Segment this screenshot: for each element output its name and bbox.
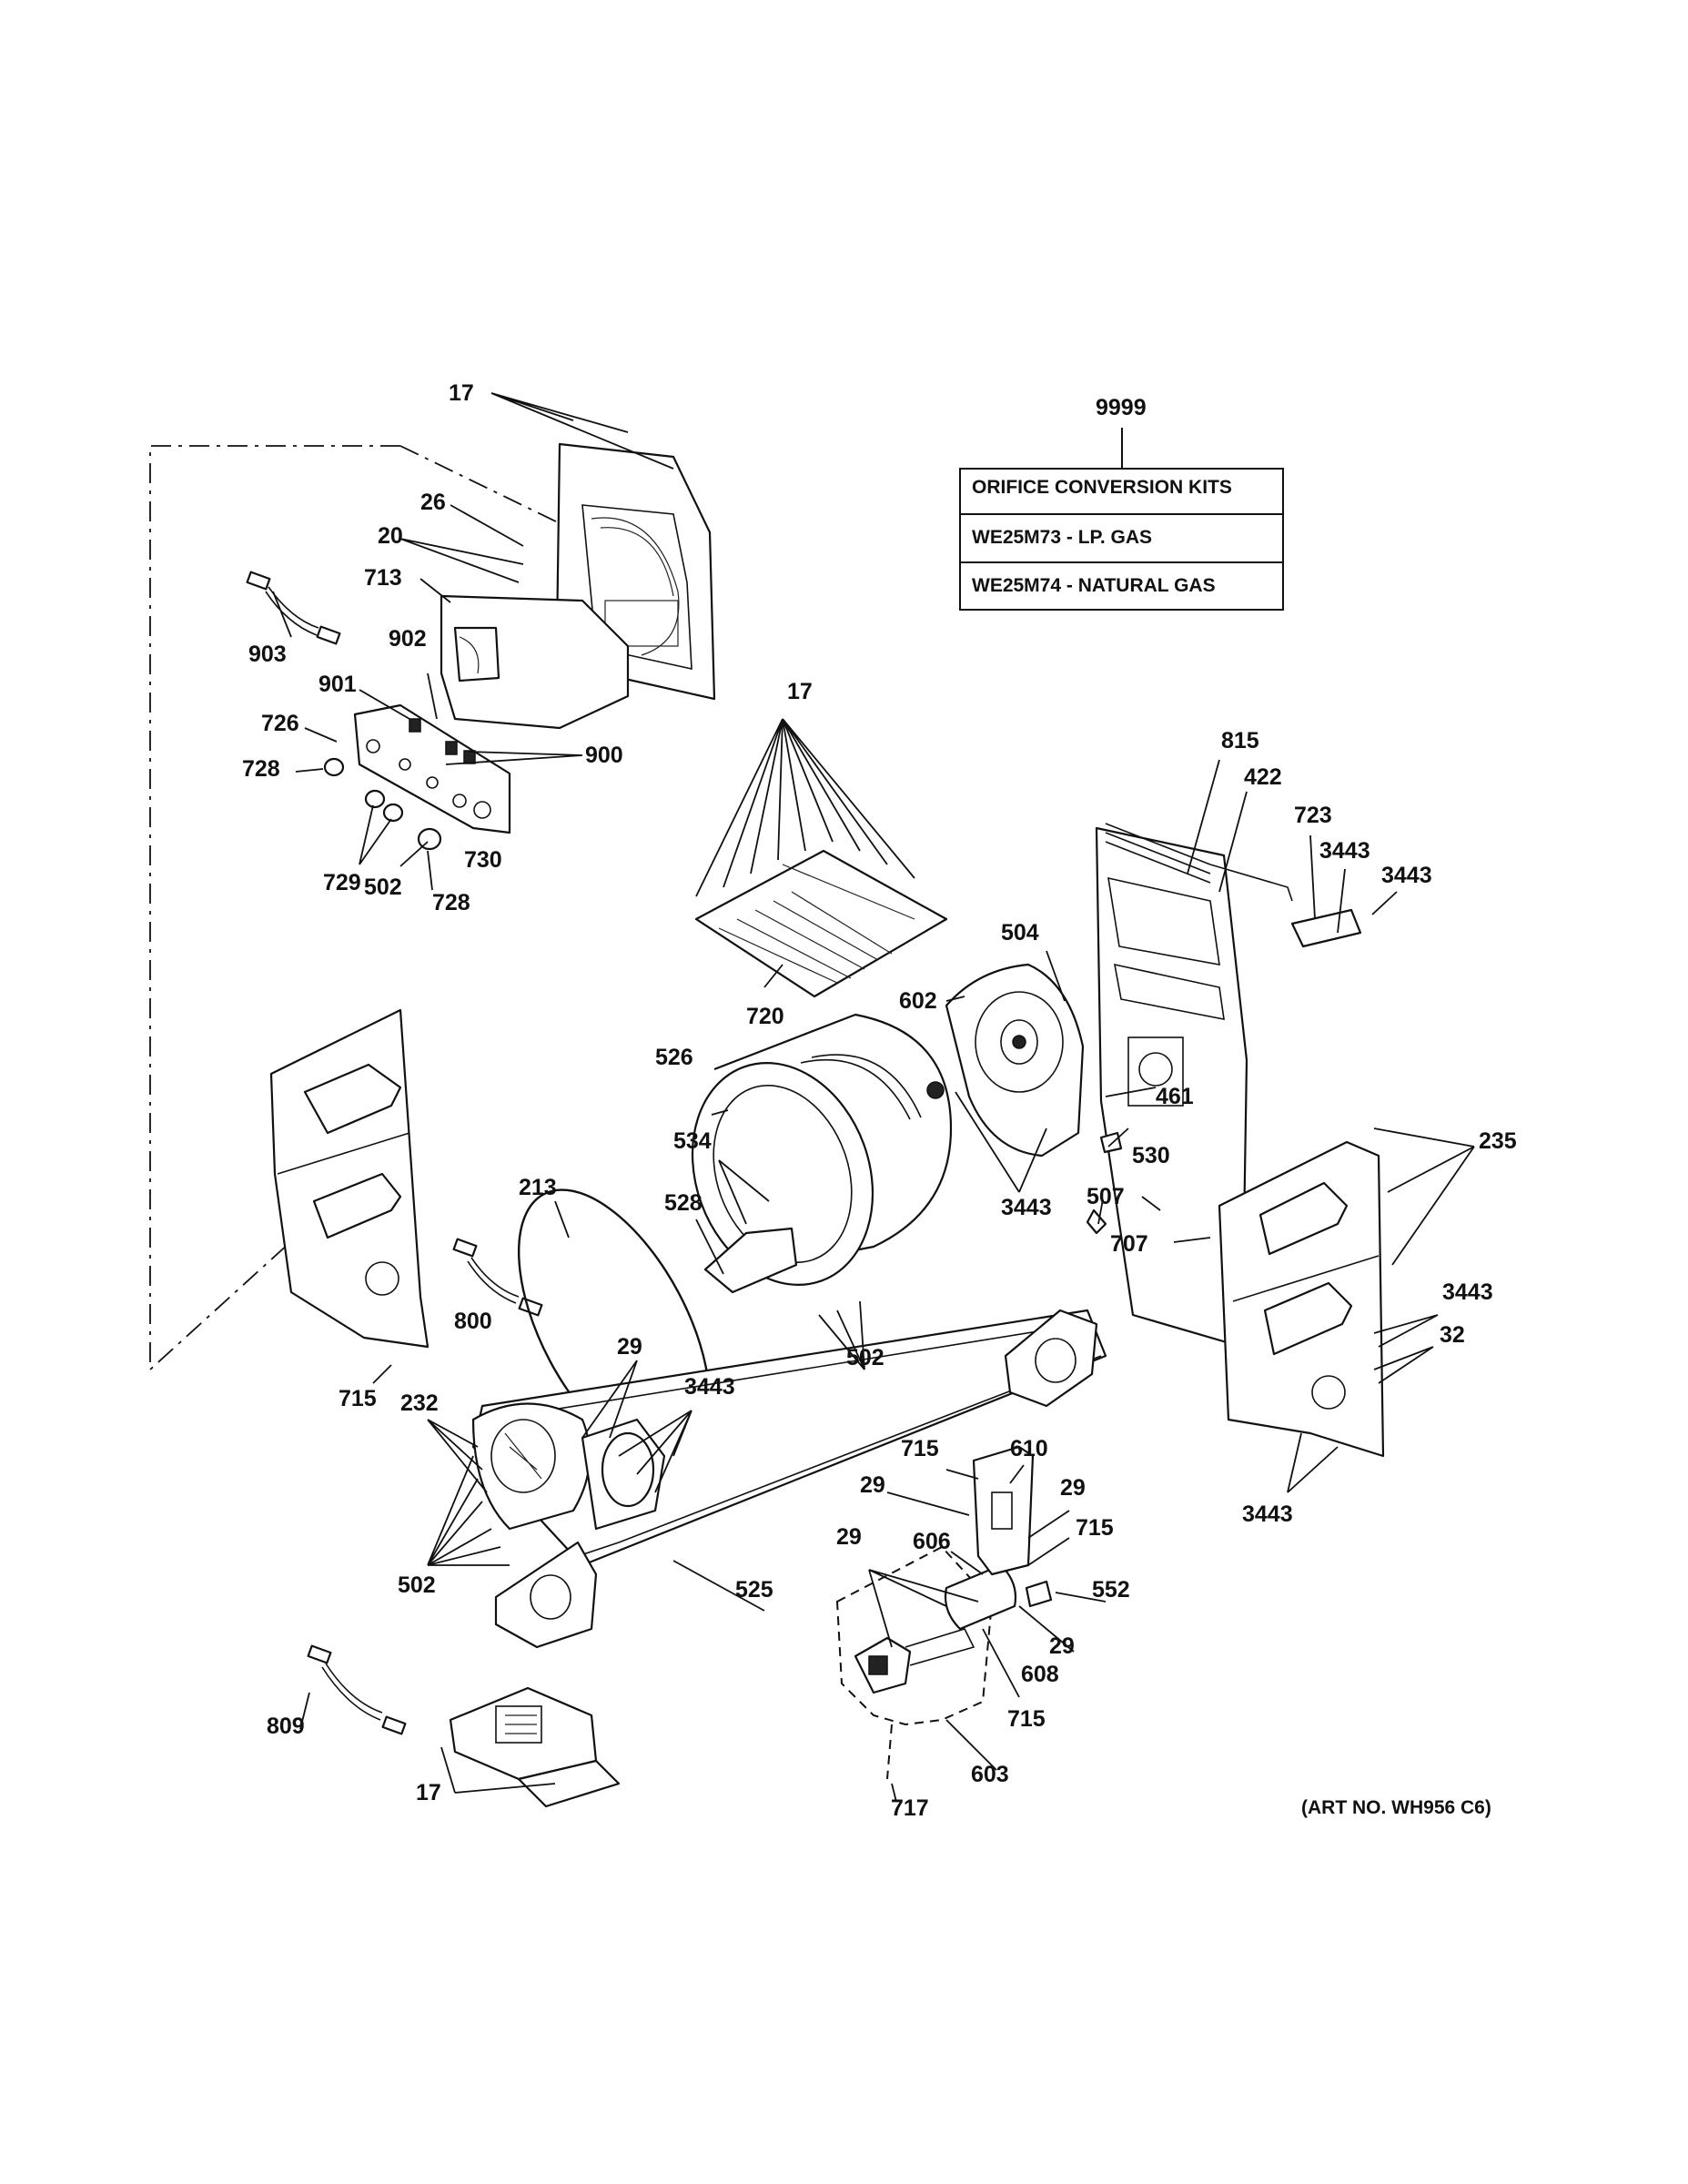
callout-label: 809 [267,1714,305,1739]
callout-label: 3443 [684,1374,735,1400]
kit-table-title: ORIFICE CONVERSION KITS [972,477,1232,498]
callout-label: 717 [891,1795,929,1821]
callout-label: 902 [389,626,427,652]
callout-labels: 17 26 20 713 903 902 901 726 728 900 729… [242,380,1517,1821]
callout-label: 901 [318,672,357,697]
orifice-kit-table: ORIFICE CONVERSION KITS WE25M73 - LP. GA… [959,428,1284,611]
knobs-part [323,757,442,851]
callout-label: 900 [585,743,623,768]
callout-label: 715 [1076,1515,1114,1541]
callout-label: 3443 [1442,1279,1493,1305]
control-bracket-part [353,703,511,834]
door-part [440,594,630,730]
baffle-part [703,1227,798,1294]
callout-label: 610 [1010,1436,1048,1461]
control-board-part [449,1686,621,1808]
art-number: (ART NO. WH956 C6) [1301,1797,1491,1818]
callout-label: 603 [971,1762,1009,1787]
gas-valve-group-outline [835,1545,994,1726]
callout-label: 17 [449,380,474,406]
callout-label: 29 [617,1334,642,1360]
callout-label: 26 [420,490,446,515]
left-side-panel-part [269,1008,430,1349]
callout-label: 729 [323,870,361,895]
callout-label: 723 [1294,803,1332,828]
gas-valve-part [854,1628,975,1694]
callout-label: 502 [364,875,402,900]
callout-label: 730 [464,847,502,873]
sensor-part [1086,1208,1107,1235]
callout-label: 502 [846,1345,884,1370]
top-cover-part [694,849,948,998]
rear-bracket-part [1290,908,1362,948]
callout-label: 530 [1132,1143,1170,1168]
callout-label: 3443 [1001,1195,1052,1220]
rear-base-bracket-part [1004,1309,1098,1408]
callout-label: 707 [1110,1231,1148,1257]
callout-label: 602 [899,988,937,1014]
igniter-part [1025,1580,1053,1608]
callout-label: 713 [364,565,402,591]
callout-label: 3443 [1381,863,1432,888]
wire-harness-903 [246,571,341,645]
leader-lines [272,392,1475,1803]
kit-table-row-lp: WE25M73 - LP. GAS [972,527,1152,548]
callout-label: 552 [1092,1577,1130,1603]
callout-label: 728 [242,756,280,782]
right-side-panel-part [1218,1140,1385,1458]
callout-label: 726 [261,711,299,736]
rear-bulkhead-part [945,963,1085,1158]
callout-label: 534 [673,1128,712,1154]
kit-table-row-natural: WE25M74 - NATURAL GAS [972,575,1216,596]
thermostat-part [1099,1131,1123,1154]
callout-label: 3443 [1319,838,1370,864]
callout-label: 17 [416,1780,441,1805]
callout-label: 17 [787,679,813,704]
wire-harness-800 [452,1238,543,1317]
callout-label: 29 [860,1472,885,1498]
callout-label: 29 [1060,1475,1086,1501]
callout-label: 606 [913,1529,951,1554]
callout-label: 29 [1049,1633,1075,1659]
callout-label: 213 [519,1175,557,1200]
callout-label: 232 [400,1390,439,1416]
callout-label: 502 [398,1572,436,1598]
gas-pipe-dash [886,1724,893,1780]
callout-label: 504 [1001,920,1039,945]
callout-label: 903 [248,642,287,667]
drum-part [691,1013,953,1286]
burner-tube-part [944,1563,1017,1631]
blower-motor-part [471,1402,666,1531]
wire-harness-809 [307,1644,407,1735]
callout-label: 608 [1021,1662,1059,1687]
callout-label: 800 [454,1309,492,1334]
callout-label: 20 [378,523,403,549]
callout-label: 715 [901,1436,939,1461]
callout-label: 9999 [1096,395,1147,420]
callout-label: 3443 [1242,1502,1293,1527]
callout-label: 525 [735,1577,773,1603]
callout-label: 528 [664,1190,702,1216]
callout-label: 720 [746,1004,784,1029]
callout-label: 715 [339,1386,377,1411]
back-panel-part [1095,826,1248,1349]
callout-label: 461 [1156,1084,1194,1109]
callout-label: 715 [1007,1706,1046,1732]
callout-label: 235 [1479,1128,1517,1154]
callout-label: 507 [1087,1184,1125,1209]
callout-label: 728 [432,890,470,915]
callout-label: 32 [1440,1322,1465,1348]
callout-label: 422 [1244,764,1282,790]
front-base-bracket-part [494,1541,598,1649]
callout-label: 29 [836,1524,862,1550]
reference-dash-outline [149,445,561,1372]
callout-label: 815 [1221,728,1259,753]
callout-label: 526 [655,1045,693,1070]
